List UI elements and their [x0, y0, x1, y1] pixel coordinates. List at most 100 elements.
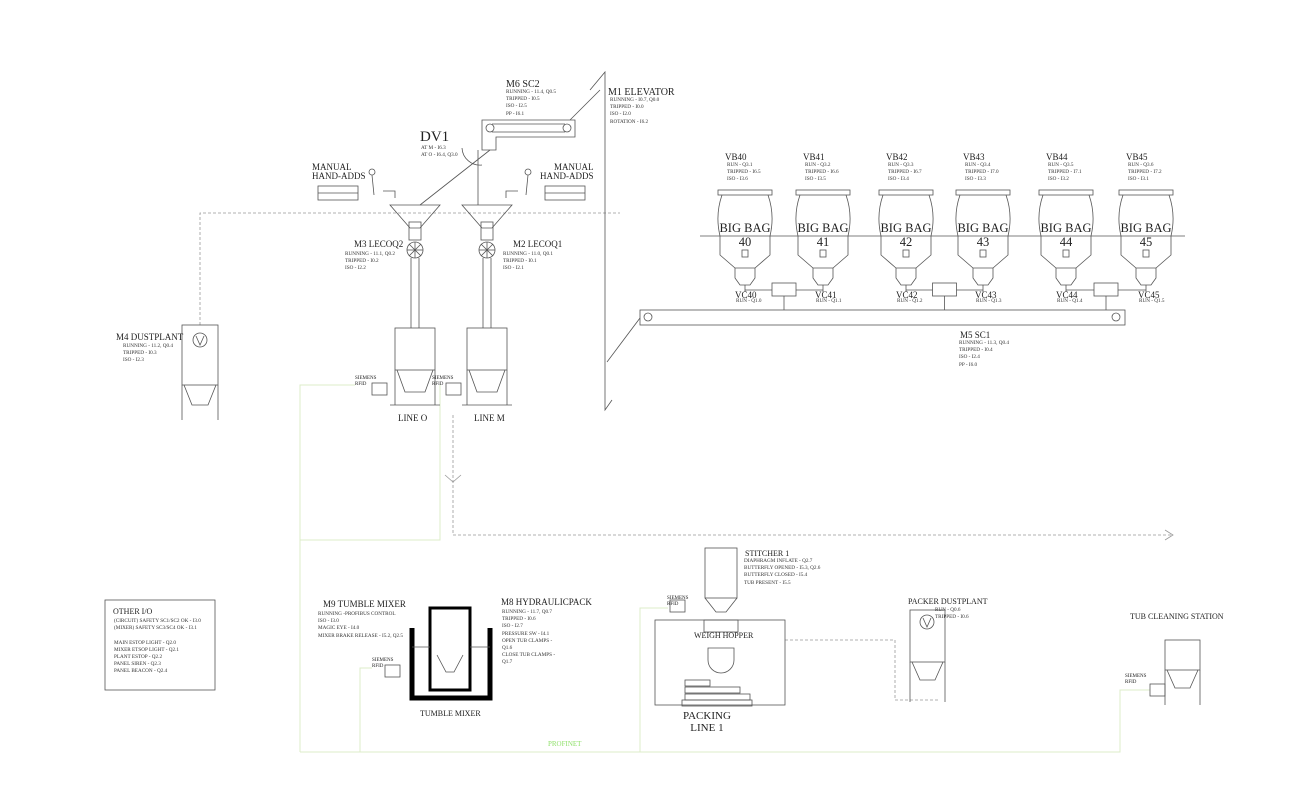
text-line: TRIPPED - I6.7 [888, 169, 922, 176]
big-bag-drawing [717, 189, 773, 292]
weigh-hopper-label: WEIGH HOPPER [694, 631, 754, 640]
big-bag-number: 41 [816, 235, 830, 249]
line-o-equipment [371, 204, 441, 406]
text-line: ISO - I2.1 [503, 265, 524, 272]
big-bag-text: BIG BAG [1040, 221, 1092, 235]
text-line [114, 632, 201, 639]
vb-title: VB41 [803, 152, 825, 162]
tumble-mixer-drawing [384, 606, 493, 701]
big-bag-text: BIG BAG [957, 221, 1009, 235]
hand-add-pallets [317, 168, 586, 201]
text-line: HAND-ADDS [540, 171, 594, 181]
vb-title: VB43 [963, 152, 985, 162]
vc-title: VC41 [815, 290, 837, 300]
text-line: MANUAL [554, 162, 594, 172]
text-line: DIAPHRAGM INFLATE - Q2.7 [744, 558, 813, 564]
text-line: PP - I6.0 [959, 361, 978, 368]
text-line: RFID [667, 602, 679, 607]
text-line: PLANT ESTOP - Q2.2 [114, 654, 163, 661]
m2-title: M2 LECOQ1 [513, 239, 563, 249]
text-line: Q1.7 [502, 659, 513, 666]
text-line: CLOSE TUB CLAMPS - [502, 652, 556, 659]
dv1-chutes [419, 147, 491, 206]
text-line: TRIPPED - I7.2 [1128, 169, 1162, 176]
text-line: RUN - Q1.2 [897, 298, 923, 304]
text-line: TRIPPED - I6.5 [727, 169, 761, 176]
profinet-label: PROFINET [548, 740, 582, 748]
tumble-mixer-label: TUMBLE MIXER [420, 709, 481, 718]
m4-title: M4 DUSTPLANT [116, 332, 184, 342]
vc-run: RUN - Q1.4 [1057, 298, 1083, 305]
text-line: RUNNING - 11.4, Q0.5 [506, 89, 556, 95]
big-bag-drawing [878, 189, 934, 292]
text-line: AT M - I6.3 [421, 145, 446, 151]
text-line: PANEL SIREN - Q2.3 [114, 661, 161, 668]
text-line: RUN - Q0.6 [935, 607, 961, 613]
packing-line-drawing [654, 547, 786, 707]
line-o-label: LINE O [398, 413, 428, 423]
m6-title: M6 SC2 [506, 79, 540, 90]
text-line: BUTTERFLY OPENED - I5.3, Q2.6 [744, 565, 821, 572]
tub-cleaning-drawing [1149, 639, 1201, 705]
text-line: RFID [372, 664, 384, 669]
text-line: AT O - I6.4, Q3.0 [421, 152, 458, 159]
tub-cleaning-label: TUB CLEANING STATION [1130, 612, 1224, 621]
text-line: SIEMENS [667, 596, 689, 601]
valve-combiner [1066, 282, 1146, 310]
text-line: LINE 1 [690, 722, 724, 734]
text-line: TRIPPED - I7.0 [965, 169, 999, 176]
text-line: MIXER ETSOP LIGHT - Q2.1 [114, 646, 179, 653]
vc-run: RUN - Q1.5 [1139, 298, 1165, 305]
text-line: RFID [355, 382, 367, 387]
line-m-label: LINE M [474, 413, 505, 423]
stitcher-title: STITCHER 1 [745, 549, 790, 558]
vc-run: RUN - Q1.2 [897, 298, 923, 305]
big-bag-number: 40 [738, 235, 752, 249]
m4-dustplant [181, 324, 219, 420]
text-line: RUN - Q1.3 [976, 298, 1002, 304]
m1-elevator [589, 70, 641, 412]
m1-title: M1 ELEVATOR [608, 87, 675, 98]
m6-conveyor [481, 89, 601, 151]
text-line: ISO - I3.4 [888, 176, 909, 183]
text-line: RFID [1125, 680, 1137, 685]
text-line: (MIXER) SAFETY SC3/SC4 OK - I3.1 [114, 625, 197, 632]
m5-title: M5 SC1 [960, 330, 991, 340]
vb-title: VB44 [1046, 152, 1068, 162]
text-line: ISO - I3.2 [1048, 176, 1069, 183]
text-line: TRIPPED - I0.5 [506, 96, 540, 103]
text-line: TRIPPED - I0.6 [935, 614, 969, 621]
text-line: ISO - I2.4 [959, 354, 980, 361]
packer-dustplant-drawing [909, 609, 946, 702]
text-line: TRIPPED - I6.6 [805, 169, 839, 176]
text-line: RUNNING - 11.3, Q0.4 [959, 340, 1009, 346]
text-line: RUNNING -PROFIBUS CONTROL [318, 611, 396, 617]
text-line: BUTTERFLY CLOSED - I5.4 [744, 572, 808, 579]
text-line: TRIPPED - I0.0 [610, 104, 644, 111]
m9-title: M9 TUMBLE MIXER [323, 599, 406, 609]
text-line: PRESSURE SW - I4.1 [502, 630, 550, 637]
text-line: OPEN TUB CLAMPS - [502, 637, 553, 644]
text-line: RUN - Q1.4 [1057, 298, 1083, 304]
text-line: SIEMENS [372, 658, 394, 663]
text-line: SIEMENS [432, 376, 454, 381]
vb-title: VB40 [725, 152, 747, 162]
text-line: TRIPPED - I0.1 [503, 258, 537, 265]
text-line: RUN - Q1.0 [736, 298, 762, 304]
